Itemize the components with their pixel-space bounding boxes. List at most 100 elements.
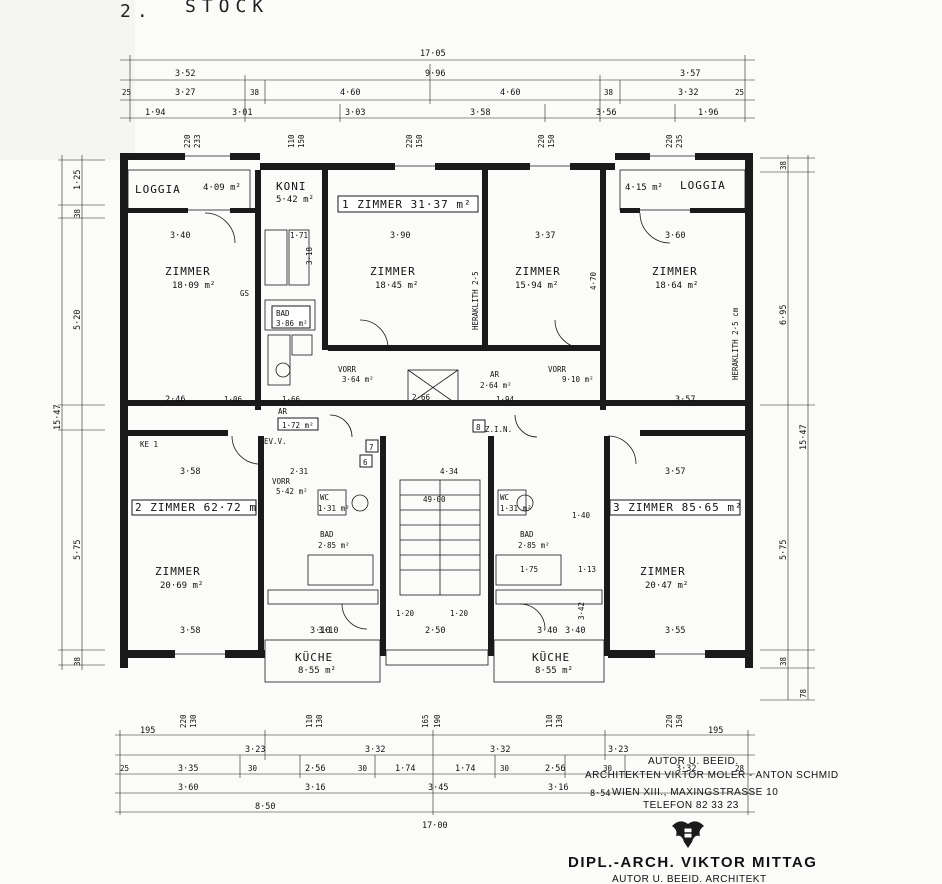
dim-318: 3·18 xyxy=(305,246,314,265)
dim-120b: 1·20 xyxy=(450,609,469,618)
dim-340-note: 3·40 xyxy=(565,626,585,636)
dim-bopen-8: 110 xyxy=(545,714,554,728)
dim-left-2: 38 xyxy=(73,208,82,218)
loggia-right-area: 4·15 m² xyxy=(625,183,663,193)
bad-n-area: 3·86 m² xyxy=(276,319,308,328)
zimmer-ne1-name: ZIMMER xyxy=(515,265,561,278)
dim-b-r1-a: 3·23 xyxy=(245,745,265,755)
dim-b-r3-b: 3·16 xyxy=(305,783,325,793)
dim-bopen-4: 110 xyxy=(305,714,314,728)
dim-b-r2-a: 25 xyxy=(120,764,129,773)
dim-b-r4-b: 8·54 xyxy=(590,789,610,799)
zimmer-nw-area: 18·09 m² xyxy=(172,281,215,291)
zimmer-nw-width: 3·40 xyxy=(170,231,190,241)
dim-left-5: 5·75 xyxy=(73,540,83,560)
dim-266: 2·66 xyxy=(412,393,431,402)
dim-top-r3-f: 1·96 xyxy=(698,108,718,118)
dim-b-r2-j: 30 xyxy=(603,764,613,773)
dim-357: 3·57 xyxy=(675,395,695,405)
vorr-nc-name: VORR xyxy=(338,365,357,374)
dim-b-r1-c: 3·32 xyxy=(490,745,510,755)
dim-top-r2-a: 25 xyxy=(122,88,131,97)
dim-open-4: 150 xyxy=(297,134,306,148)
zimmer-nc-area: 18·45 m² xyxy=(375,281,418,291)
top-dimension-chain: 17·05 3·52 9·96 3·57 25 3·27 38 4·60 4·6… xyxy=(120,49,755,148)
marker-6: 6 xyxy=(363,458,368,467)
architect-stamp: AUTOR U. BEEID. ARCHITEKTEN VIKTOR MOLER… xyxy=(568,756,839,884)
dim-top-r3-d: 3·58 xyxy=(470,108,490,118)
loggia-left-name: LOGGIA xyxy=(135,183,181,196)
kueche-e-name: KÜCHE xyxy=(532,651,570,664)
wc-w-area: 1·31 m² xyxy=(318,504,350,513)
koni-area: 5·42 m² xyxy=(276,195,314,205)
dim-top-r2-g: 3·32 xyxy=(678,88,698,98)
ar-n-area: 2·64 m² xyxy=(480,381,512,390)
bad-n-name: BAD xyxy=(276,309,290,318)
kueche-w-area: 8·55 m² xyxy=(298,666,336,676)
dim-342: 3·42 xyxy=(577,602,586,620)
dim-top-r2-c: 38 xyxy=(250,88,260,97)
interior-fixtures xyxy=(204,212,671,630)
dim-left-3: 5·20 xyxy=(73,310,83,330)
dim-434: 4·34 xyxy=(440,467,459,476)
scan-noise xyxy=(0,0,135,160)
right-dimension-chain: 38 6·95 15·47 5·75 38 78 xyxy=(760,155,815,701)
dim-bopen-11: 150 xyxy=(675,714,684,728)
misc-annotations: HERAKLITH 2·5 HERAKLITH 2·5 cm KE 1 EV.V… xyxy=(140,231,740,636)
vorr-ne-area: 9·10 m² xyxy=(562,375,594,384)
kueche-e-area: 8·55 m² xyxy=(535,666,573,676)
dim-310-note: 3·10 xyxy=(318,626,338,636)
dim-open-9: 220 xyxy=(665,134,674,148)
dim-b-r1-b: 3·32 xyxy=(365,745,385,755)
ke-label: KE 1 xyxy=(140,440,158,449)
dim-106: 1·06 xyxy=(224,395,243,404)
vorr-sw-area: 5·42 m² xyxy=(276,487,308,496)
heraklith-1: HERAKLITH 2·5 xyxy=(471,271,480,330)
dim-166: 1·66 xyxy=(282,395,301,404)
stamp-line-2: ARCHITEKTEN VIKTOR MOLER - ANTON SCHMID xyxy=(585,770,839,781)
koni-name: KONI xyxy=(276,180,307,193)
bad-se-name: BAD xyxy=(520,530,534,539)
zimmer-sw-area: 20·69 m² xyxy=(160,581,203,591)
zimmer-ne1-area: 15·94 m² xyxy=(515,281,558,291)
unit-3-label: 3 ZIMMER 85·65 m² xyxy=(613,501,743,514)
dim-b-r2-g: 1·74 xyxy=(455,764,475,774)
dim-b-r3-d: 3·16 xyxy=(548,783,568,793)
dim-top-r1-a: 3·52 xyxy=(175,69,195,79)
zimmer-sw-width: 3·58 xyxy=(180,467,200,477)
dim-b-r2-i: 2·56 xyxy=(545,764,565,774)
ar-w-name: AR xyxy=(278,407,288,416)
dim-175: 1·75 xyxy=(520,565,538,574)
evu-label: EV.V. xyxy=(264,437,287,446)
dim-open-5: 220 xyxy=(405,134,414,148)
dim-open-3: 110 xyxy=(287,134,296,148)
kueche-w-width: 3·10 xyxy=(310,626,330,636)
room-labels: LOGGIA 4·09 m² 4·15 m² LOGGIA KONI 5·42 … xyxy=(131,179,743,676)
dim-b-r3-c: 3·45 xyxy=(428,783,448,793)
unit-2-label: 2 ZIMMER 62·72 m² xyxy=(135,501,265,514)
dim-bopen-10: 220 xyxy=(665,714,674,728)
dim-bopen-7: 190 xyxy=(433,714,442,728)
dim-right-1: 38 xyxy=(779,160,788,170)
dim-top-r3-a: 1·94 xyxy=(145,108,165,118)
zimmer-nc-width: 3·90 xyxy=(390,231,410,241)
marker-7: 7 xyxy=(369,443,374,452)
dim-bopen-1: 195 xyxy=(140,726,155,736)
ar-n-name: AR xyxy=(490,370,500,379)
dim-b-overall: 17·00 xyxy=(422,821,448,831)
dim-bopen-12: 195 xyxy=(708,726,723,736)
eagle-crest-icon xyxy=(672,821,704,848)
dim-top-r3-c: 3·03 xyxy=(345,108,365,118)
gs-label: GS xyxy=(240,289,250,298)
zimmer-ne2-area: 18·64 m² xyxy=(655,281,698,291)
vorr-ne-name: VORR xyxy=(548,365,567,374)
dim-open-7: 220 xyxy=(537,134,546,148)
dim-top-overall: 17·05 xyxy=(420,49,446,59)
dim-bopen-9: 130 xyxy=(555,714,564,728)
zimmer-se-width: 3·57 xyxy=(665,467,685,477)
marker-8: 8 xyxy=(476,423,481,432)
dim-open-2: 233 xyxy=(193,134,202,148)
dim-250: 2·50 xyxy=(425,626,445,636)
dim-left-1: 1·25 xyxy=(73,170,83,190)
